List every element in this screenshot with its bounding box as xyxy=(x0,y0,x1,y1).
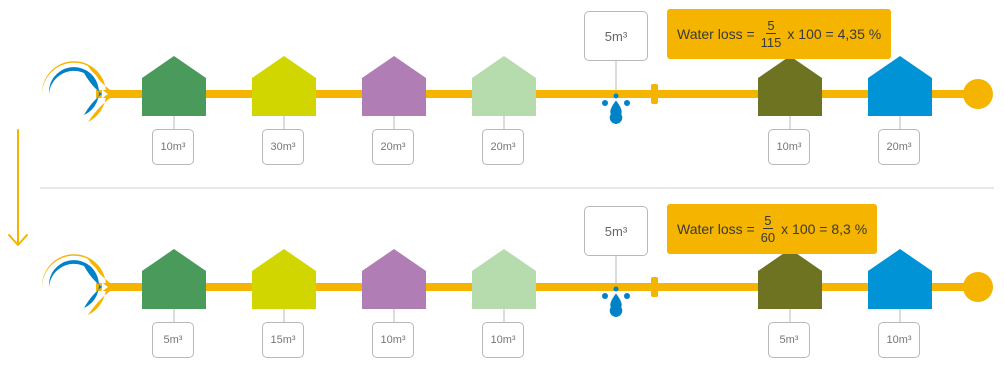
house-icon xyxy=(142,249,206,309)
house-icon xyxy=(362,56,426,116)
house-icon xyxy=(472,56,536,116)
drop-shape xyxy=(609,293,623,317)
house-volume-box: 10m³ xyxy=(878,322,920,358)
house-volume-box: 20m³ xyxy=(372,129,414,165)
formula-numerator: 5 xyxy=(766,18,776,34)
formula-fraction: 5 115 xyxy=(761,19,782,49)
drop-shape xyxy=(609,100,623,124)
source-outline xyxy=(41,254,116,315)
source-volume-label: 115 m³ xyxy=(53,88,95,103)
drop-splash xyxy=(602,100,608,106)
house-volume-box: 15m³ xyxy=(262,322,304,358)
house-volume-box: 5m³ xyxy=(768,322,810,358)
formula-suffix: x 100 = 8,3 % xyxy=(781,221,868,237)
drop-splash xyxy=(602,293,608,299)
pipeline-row-1-graphic xyxy=(41,56,993,129)
formula-fraction: 5 60 xyxy=(761,214,775,244)
drop-splash xyxy=(613,286,619,292)
leak-volume-box: 5m³ xyxy=(584,206,648,256)
formula-prefix: Water loss = xyxy=(677,26,755,42)
formula-prefix: Water loss = xyxy=(677,221,755,237)
water-drop-icon xyxy=(602,286,630,317)
house-icon xyxy=(758,56,822,116)
pipe xyxy=(96,90,980,98)
formula-numerator: 5 xyxy=(763,213,773,229)
source-outline xyxy=(41,61,116,122)
formula-suffix: x 100 = 4,35 % xyxy=(787,26,882,42)
formula-denominator: 115 xyxy=(760,35,782,50)
drop-splash xyxy=(624,293,630,299)
pipe-joint xyxy=(651,84,658,104)
house-volume-box: 20m³ xyxy=(878,129,920,165)
house-volume-box: 20m³ xyxy=(482,129,524,165)
pipe xyxy=(96,283,980,291)
pipe-end-cap xyxy=(963,272,993,302)
house-volume-box: 30m³ xyxy=(262,129,304,165)
house-icon xyxy=(758,249,822,309)
water-drop-icon xyxy=(602,93,630,124)
water-source-icon xyxy=(48,260,102,308)
drop-splash xyxy=(624,100,630,106)
house-icon xyxy=(868,249,932,309)
arrow-down-icon xyxy=(8,129,28,246)
source-volume-label: 60 m³ xyxy=(57,281,91,296)
house-volume-box: 10m³ xyxy=(152,129,194,165)
house-icon xyxy=(252,249,316,309)
pipeline-row-2-graphic xyxy=(41,249,993,322)
water-loss-formula: Water loss = 5 60 x 100 = 8,3 % xyxy=(667,204,878,254)
pipe-joint xyxy=(651,277,658,297)
house-icon xyxy=(868,56,932,116)
pipe-end-cap xyxy=(963,79,993,109)
house-icon xyxy=(142,56,206,116)
leak-volume-box: 5m³ xyxy=(584,11,648,61)
formula-denominator: 60 xyxy=(760,230,776,245)
house-icon xyxy=(362,249,426,309)
house-icon xyxy=(252,56,316,116)
house-volume-box: 10m³ xyxy=(482,322,524,358)
house-icon xyxy=(472,249,536,309)
drop-splash xyxy=(613,93,619,99)
house-volume-box: 5m³ xyxy=(152,322,194,358)
water-source-icon xyxy=(48,67,102,115)
house-volume-box: 10m³ xyxy=(768,129,810,165)
water-loss-formula: Water loss = 5 115 x 100 = 4,35 % xyxy=(667,9,892,59)
house-volume-box: 10m³ xyxy=(372,322,414,358)
